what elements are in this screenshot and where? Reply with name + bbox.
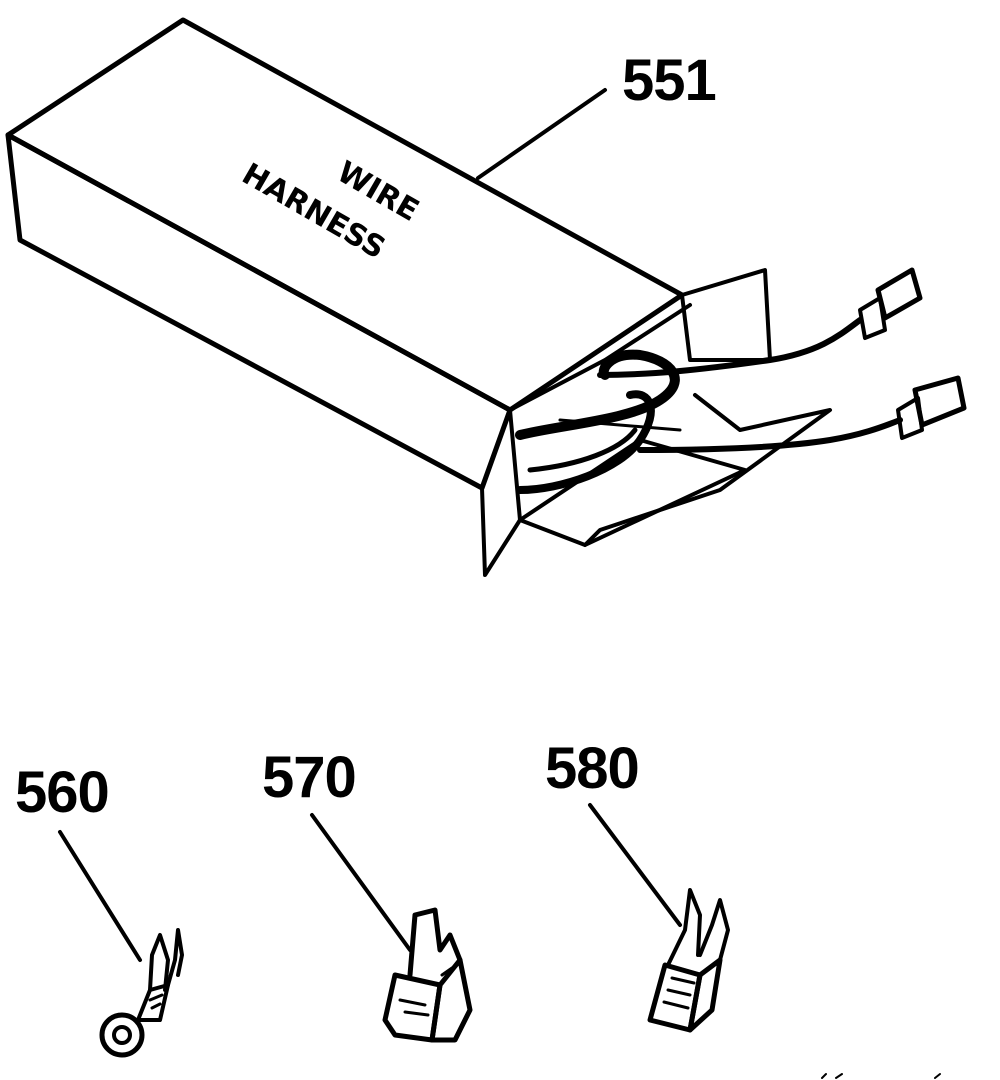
callout-580: 580 (545, 736, 639, 801)
callout-leader-570 (310, 813, 412, 952)
callout-leader-551 (476, 88, 607, 180)
box-lower-flap-line (583, 393, 832, 547)
box-end-flap-top (680, 268, 772, 362)
box-label: WIRE HARNESS (236, 155, 425, 267)
box-end-flap-side (480, 408, 522, 577)
spade-terminal: 580 (545, 736, 730, 1033)
callout-570: 570 (262, 745, 356, 810)
wire-connector-upper (858, 267, 923, 340)
wire-harness-box: WIRE HARNESS 551 (5, 17, 967, 577)
flag-terminal: 570 (262, 745, 473, 1043)
callout-551: 551 (622, 48, 716, 113)
callout-leader-580 (588, 803, 682, 927)
wire-connector-lower (896, 375, 967, 440)
callout-leader-560 (58, 830, 142, 962)
callout-560: 560 (15, 760, 109, 825)
wire-coil (515, 317, 903, 494)
scan-marks (821, 1073, 941, 1079)
ring-terminal: 560 (15, 760, 184, 1058)
